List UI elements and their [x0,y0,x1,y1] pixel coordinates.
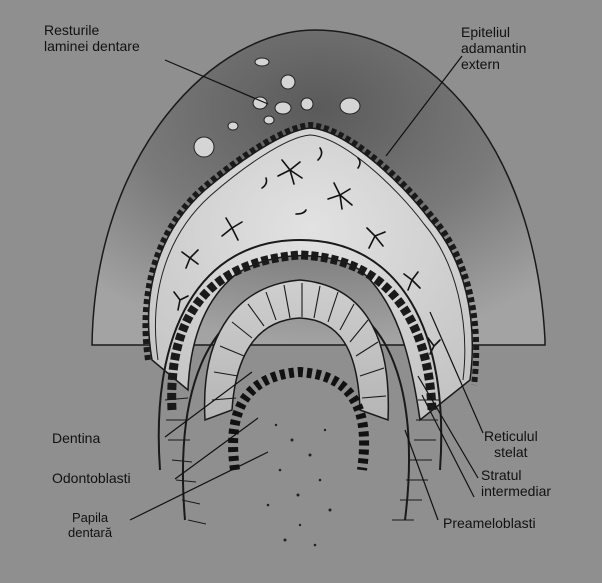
leader-lines [129,55,484,521]
odontoblast-processes [211,283,387,401]
label-dental-lamina-remnants: Resturile laminei dentare [44,22,140,54]
label-dental-papilla: Papila dentară [68,510,113,540]
inner-epithelium-band [157,238,443,471]
label-preameloblasts: Preameloblasti [443,515,536,531]
label-stratum-intermedium: Stratul intermediar [481,467,552,499]
outer-enamel-epithelium [142,121,480,386]
stratum-intermedium [167,250,437,411]
label-dentin: Dentina [52,430,101,446]
stellate-reticulum [173,147,441,355]
label-stellate-reticulum: Reticulul stelat [484,428,538,460]
label-odontoblasts: Odontoblasti [52,470,131,486]
dental-papilla [266,423,332,547]
dentin-layer [203,279,390,422]
odontoblast-layer [228,366,370,471]
dental-lamina-remnants [193,57,361,158]
label-outer-enamel-epithelium: Epiteliul adamantin extern [461,24,527,72]
